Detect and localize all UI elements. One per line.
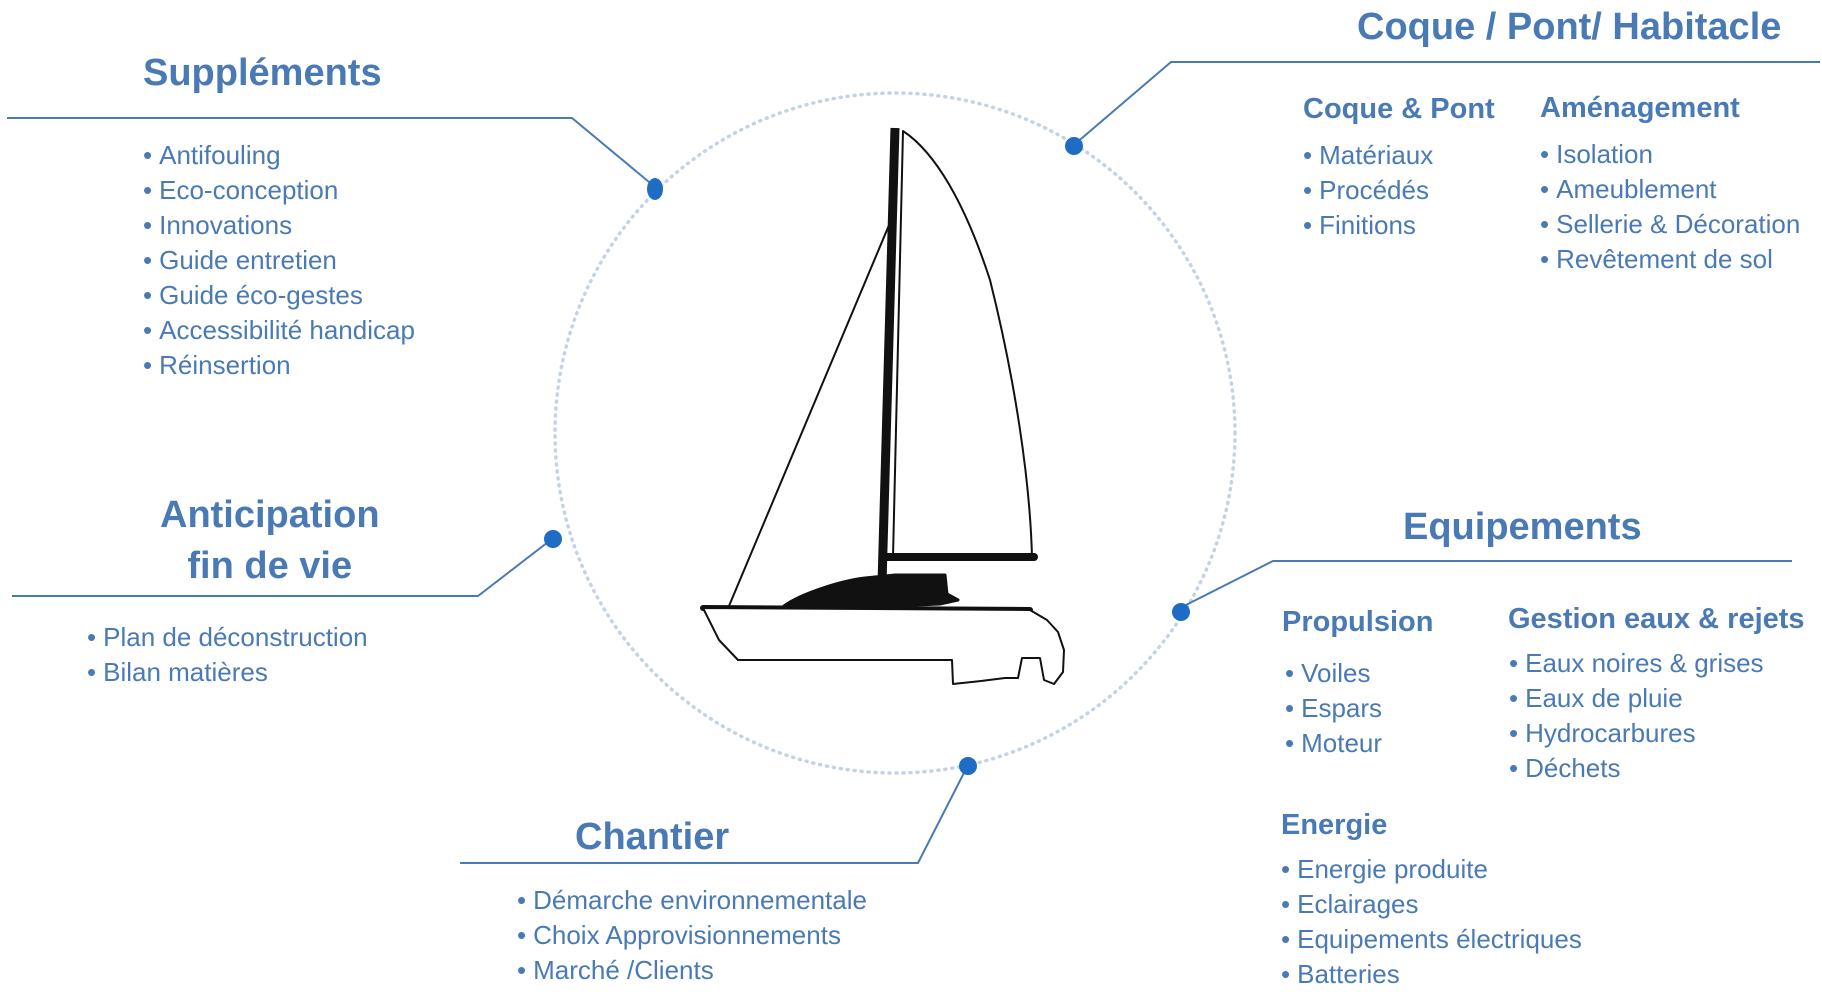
section-title-supplements: Suppléments (143, 52, 382, 94)
list-item: Réinsertion (143, 348, 415, 383)
energie-list: Energie produite Eclairages Equipements … (1281, 852, 1582, 992)
list-item: Accessibilité handicap (143, 313, 415, 348)
amenagement-list: Isolation Ameublement Sellerie & Décorat… (1540, 137, 1800, 277)
list-item: Finitions (1303, 208, 1433, 243)
list-item: Choix Approvisionnements (517, 918, 867, 953)
connector-equipements (1179, 560, 1792, 609)
connector-coque (1074, 61, 1820, 145)
gestion-eaux-list: Eaux noires & grises Eaux de pluie Hydro… (1509, 646, 1764, 786)
list-item: Isolation (1540, 137, 1800, 172)
propulsion-list: Voiles Espars Moteur (1285, 656, 1382, 761)
list-item: Revêtement de sol (1540, 242, 1800, 277)
list-item: Démarche environnementale (517, 883, 867, 918)
section-title-chantier: Chantier (575, 816, 730, 858)
dot-chantier (959, 757, 977, 775)
list-item: Marché /Clients (517, 953, 867, 988)
section-title-equipements: Equipements (1403, 506, 1642, 548)
list-item: Matériaux (1303, 138, 1433, 173)
list-item: Plan de déconstruction (87, 620, 368, 655)
list-item: Moteur (1285, 726, 1382, 761)
connector-supplements (7, 117, 656, 188)
dot-anticipation (544, 530, 562, 548)
group-title-gestion-eaux: Gestion eaux & rejets (1508, 603, 1805, 635)
mainsail (892, 130, 1033, 558)
list-item: Eclairages (1281, 887, 1582, 922)
group-title-amenagement: Aménagement (1540, 92, 1740, 124)
cabin (782, 573, 960, 612)
list-item: Bilan matières (87, 655, 368, 690)
list-item: Sellerie & Décoration (1540, 207, 1800, 242)
section-title-anticipation: Anticipation fin de vie (160, 490, 380, 593)
list-item: Eco-conception (143, 173, 415, 208)
title-line: fin de vie (187, 545, 353, 588)
dot-supplements (647, 178, 663, 200)
anticipation-list: Plan de déconstruction Bilan matières (87, 620, 368, 690)
jib-stay (728, 217, 893, 607)
list-item: Innovations (143, 208, 415, 243)
list-item: Eaux de pluie (1509, 681, 1764, 716)
hull (702, 607, 1065, 685)
coque-pont-list: Matériaux Procédés Finitions (1303, 138, 1433, 243)
list-item: Antifouling (143, 138, 415, 173)
chantier-list: Démarche environnementale Choix Approvis… (517, 883, 867, 988)
group-title-propulsion: Propulsion (1282, 606, 1434, 638)
list-item: Eaux noires & grises (1509, 646, 1763, 681)
dot-coque (1065, 137, 1083, 155)
list-item: Guide entretien (143, 243, 415, 278)
list-item: Ameublement (1540, 172, 1800, 207)
dotted-circle (553, 91, 1237, 775)
list-item: Guide éco-gestes (143, 278, 415, 313)
list-item: Batteries (1281, 957, 1582, 992)
title-line: Anticipation (160, 494, 380, 536)
mast (877, 127, 900, 584)
dot-equipements (1172, 603, 1190, 621)
list-item: Hydrocarbures (1509, 716, 1764, 751)
list-item: Déchets (1509, 751, 1764, 786)
group-title-energie: Energie (1281, 809, 1388, 841)
group-title-coque-pont: Coque & Pont (1303, 93, 1495, 125)
list-item: Procédés (1303, 173, 1433, 208)
connector-anticipation (12, 538, 553, 597)
section-title-coque: Coque / Pont/ Habitacle (1357, 6, 1782, 48)
list-item: Energie produite (1281, 852, 1582, 887)
connector-dots (544, 137, 1190, 775)
list-item: Voiles (1285, 656, 1382, 691)
list-item: Equipements électriques (1281, 922, 1582, 957)
connector-lines (7, 61, 1820, 864)
list-item: Espars (1285, 691, 1382, 726)
connector-chantier (460, 764, 969, 864)
supplements-list: Antifouling Eco-conception Innovations G… (143, 138, 415, 383)
sailboat-icon (700, 127, 1065, 685)
